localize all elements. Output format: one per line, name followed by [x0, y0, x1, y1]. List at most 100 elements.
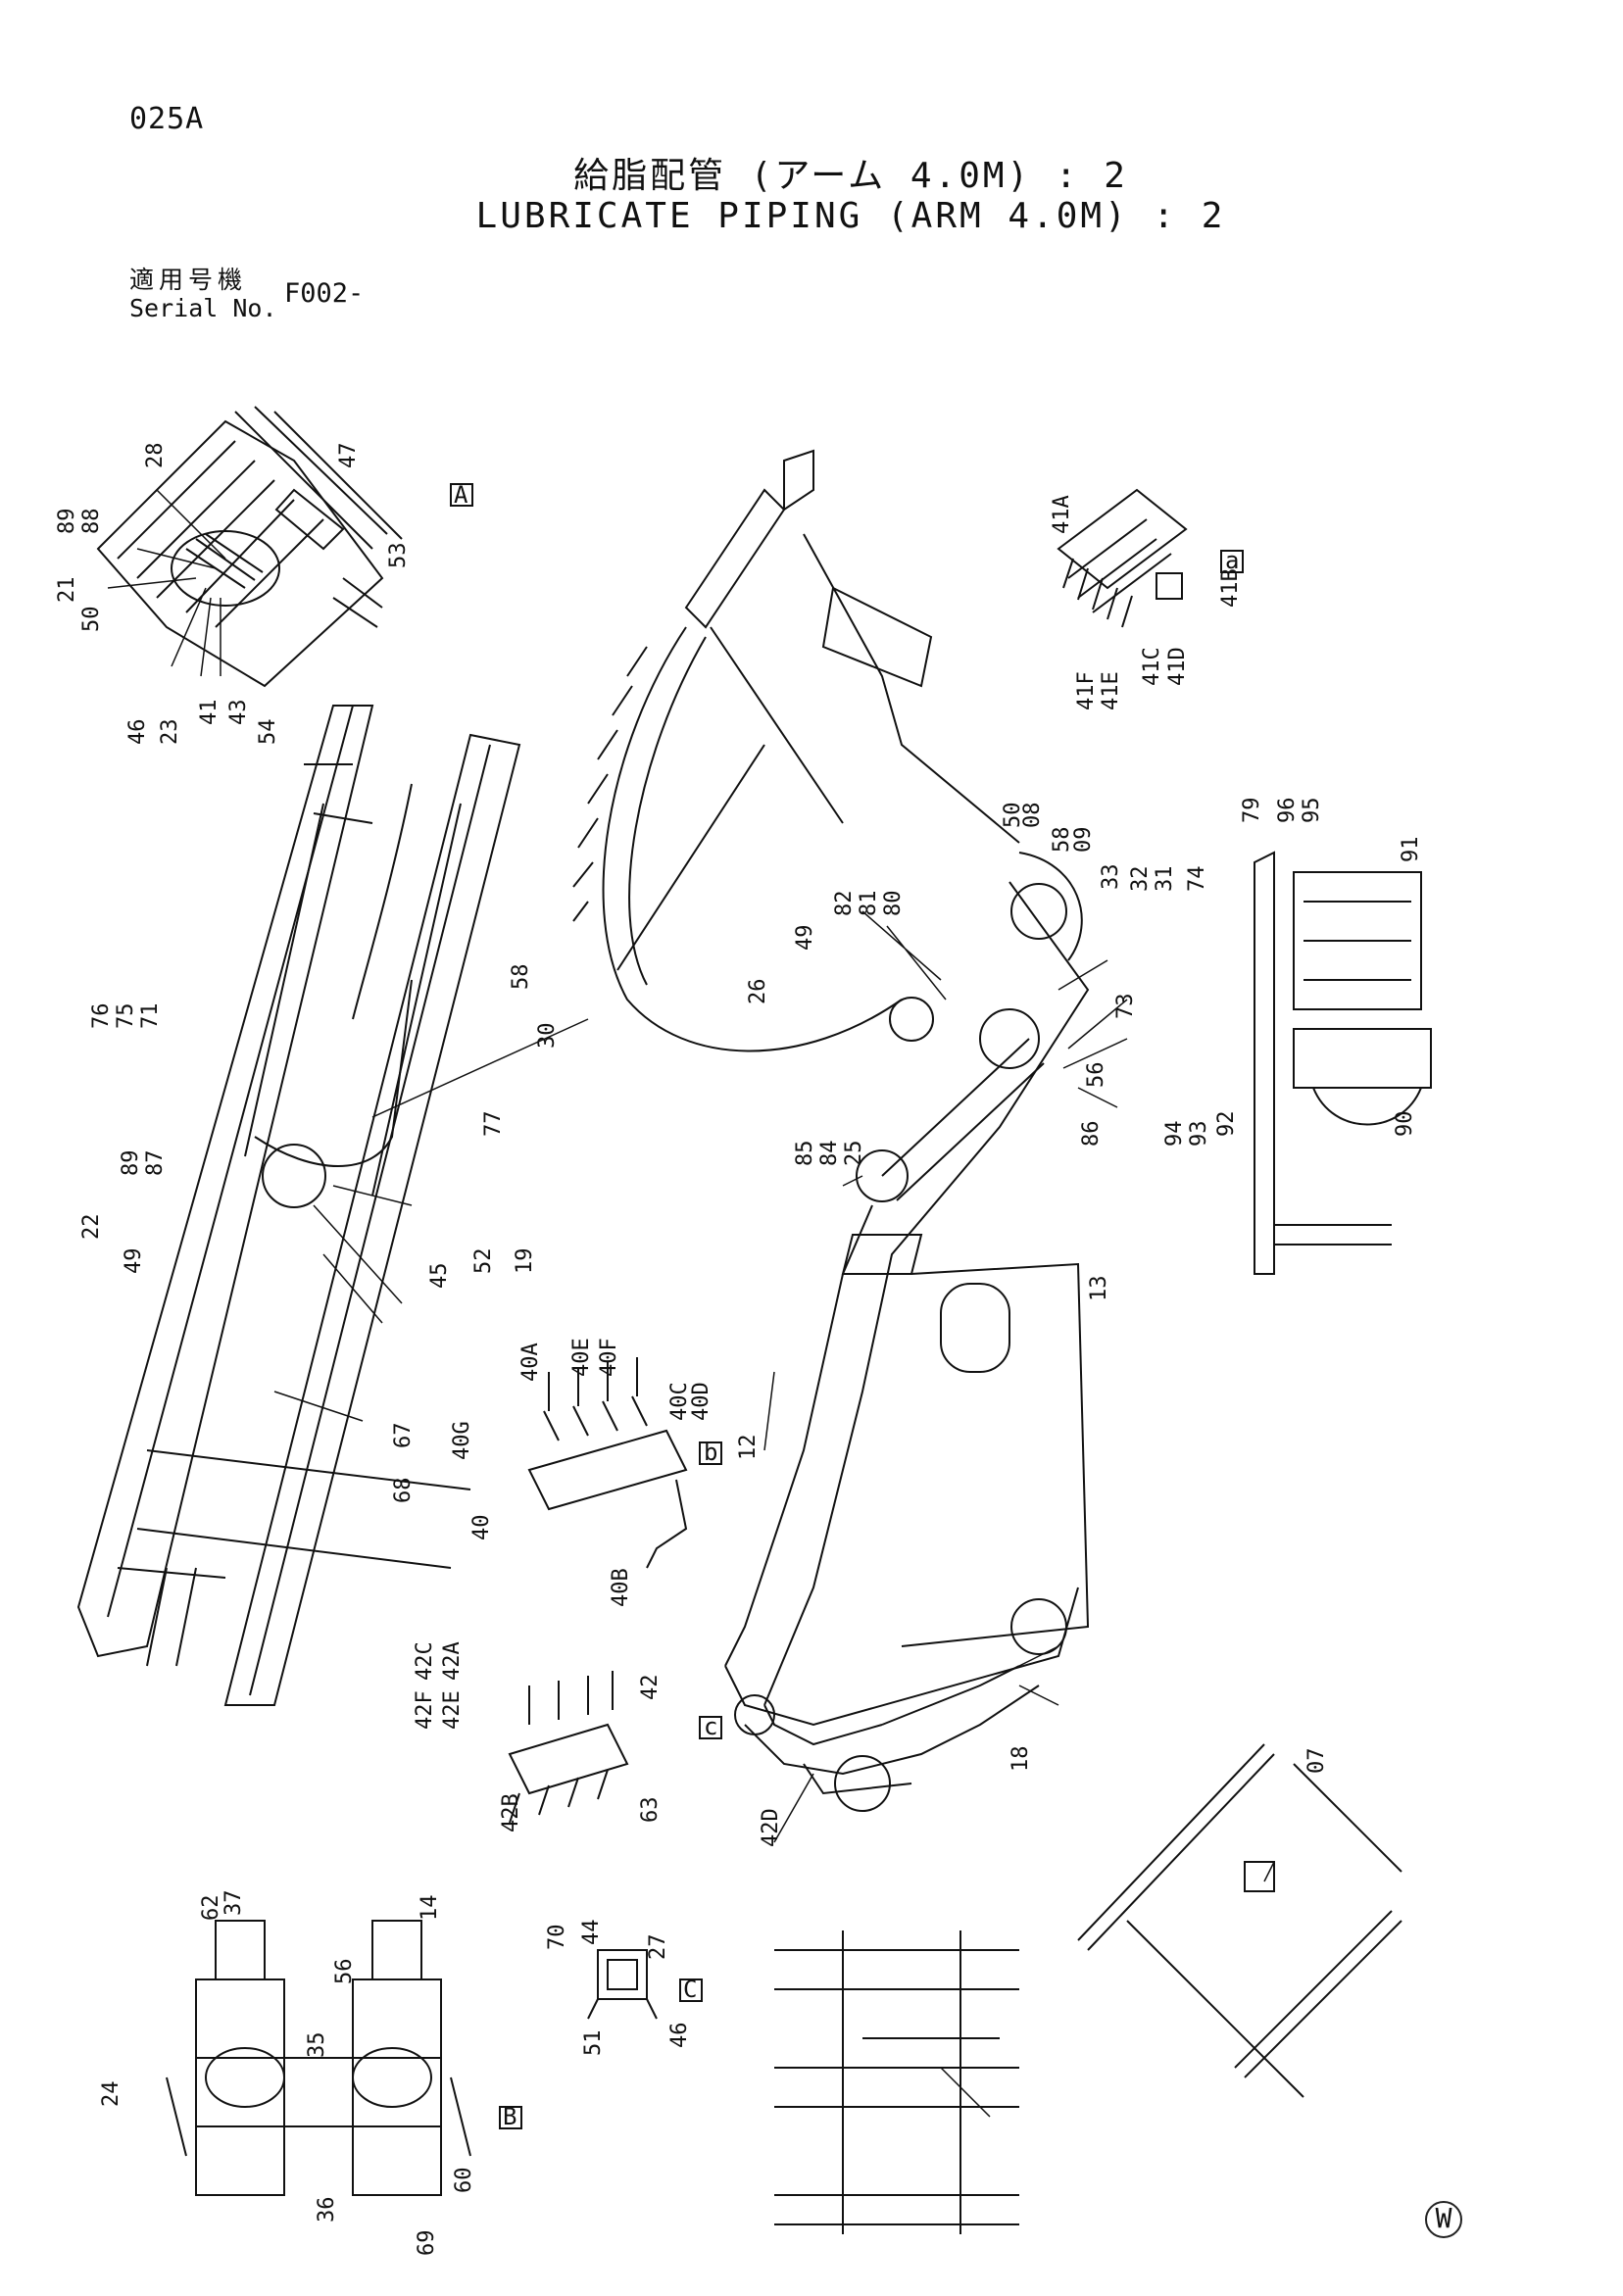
part-number: 93	[1187, 1121, 1211, 1148]
part-number: 67	[391, 1423, 416, 1449]
part-number: 89	[119, 1150, 143, 1177]
part-number: 42B	[499, 1793, 523, 1832]
part-number: 41F	[1074, 671, 1099, 710]
arm-side-drawing	[76, 705, 521, 1706]
serial-label-japanese: 適用号機	[129, 266, 248, 294]
part-number: 21	[55, 577, 79, 604]
part-number: 41A	[1050, 495, 1074, 534]
part-number: 63	[638, 1797, 663, 1824]
serial-number-value: F002-	[284, 278, 365, 309]
part-number: 42	[638, 1675, 663, 1701]
part-number: 08	[1020, 803, 1045, 829]
part-number: 31	[1153, 866, 1177, 893]
view-box-c-large	[679, 1978, 703, 2002]
part-number: 81	[857, 891, 881, 917]
part-number: 91	[1399, 837, 1423, 863]
part-number: 62	[199, 1895, 223, 1922]
part-number: 27	[646, 1934, 670, 1961]
part-number: 40D	[689, 1382, 713, 1421]
page-code: 025A	[129, 102, 205, 136]
part-number: 56	[1084, 1062, 1108, 1089]
part-number: 85	[793, 1141, 817, 1167]
part-number: 49	[793, 925, 817, 952]
view-box-a-small	[1220, 550, 1244, 573]
part-number: 60	[452, 2168, 476, 2194]
part-number: 36	[315, 2197, 339, 2223]
part-number: 51	[581, 2030, 606, 2057]
detail-b-drawing	[527, 1357, 688, 1569]
part-number: 70	[545, 1925, 569, 1951]
part-number: 22	[79, 1214, 104, 1241]
part-number: 77	[481, 1111, 506, 1138]
detail-a-small-drawing	[1057, 488, 1188, 628]
part-number: 26	[746, 979, 770, 1005]
part-number: 68	[391, 1478, 416, 1504]
view-box-b-large	[499, 2106, 522, 2129]
part-number: 58	[1050, 827, 1074, 854]
part-number: 41B	[1218, 568, 1243, 608]
corner-mark-icon: W	[1425, 2201, 1462, 2238]
lower-frame-drawing	[774, 1930, 1019, 2234]
part-number: 86	[1079, 1121, 1104, 1148]
part-number: 80	[881, 891, 906, 917]
arm-drawing	[724, 852, 1090, 1812]
part-number: 32	[1128, 866, 1153, 893]
part-number: 23	[158, 719, 182, 746]
view-label-c-large: C	[683, 1976, 697, 2003]
part-number: 42C	[413, 1641, 437, 1681]
title-english: LUBRICATE PIPING (ARM 4.0M) : 2	[475, 196, 1226, 236]
part-number: 40F	[597, 1338, 621, 1377]
view-box-c-small	[699, 1716, 722, 1739]
part-number: 82	[832, 891, 857, 917]
part-number: 52	[471, 1248, 496, 1275]
detail-bracket-drawing	[1254, 851, 1432, 1275]
part-number: 28	[143, 443, 168, 469]
part-number: 84	[817, 1141, 842, 1167]
view-label-b-large: B	[503, 2103, 516, 2130]
part-number: 19	[513, 1248, 537, 1275]
part-number: 75	[114, 1003, 138, 1030]
view-label-c-small: c	[704, 1713, 717, 1740]
part-number: 40B	[609, 1568, 633, 1607]
part-number: 94	[1162, 1121, 1187, 1148]
leader-lines	[107, 489, 1275, 2118]
detail-c-small-drawing	[508, 1671, 629, 1824]
detail-a-drawing	[96, 406, 403, 688]
part-number: 43	[226, 700, 251, 726]
view-label-b-small: b	[704, 1439, 717, 1466]
part-number: 30	[535, 1023, 560, 1050]
part-number: 69	[415, 2230, 439, 2257]
part-number: 76	[89, 1003, 114, 1030]
part-number: 71	[138, 1003, 163, 1030]
part-number: 25	[842, 1141, 866, 1167]
part-number: 40A	[518, 1343, 543, 1382]
part-number: 79	[1240, 798, 1264, 824]
part-number: 07	[1304, 1748, 1329, 1775]
bucket-drawing	[572, 449, 1020, 1052]
part-number: 54	[256, 719, 280, 746]
part-number: 50	[1001, 803, 1025, 829]
view-box-b-small	[699, 1441, 722, 1465]
part-number-labels: 28 47 89 88 21 50 53 46 23 41 43 54 41A …	[55, 443, 1423, 2257]
part-number: 42E	[440, 1690, 465, 1730]
part-number: 95	[1300, 798, 1324, 824]
serial-label-english: Serial No.	[129, 294, 277, 322]
part-number: 37	[221, 1890, 246, 1917]
part-number: 47	[336, 443, 361, 469]
part-number: 24	[99, 2081, 123, 2108]
part-number: 42F	[413, 1690, 437, 1730]
title-japanese: 給脂配管 (アーム 4.0M) : 2	[573, 156, 1128, 196]
part-number: 41	[197, 700, 221, 726]
detail-b-bracket-drawing	[166, 1920, 471, 2196]
part-number: 09	[1071, 827, 1096, 854]
part-number: 44	[579, 1920, 604, 1946]
part-number: 42A	[440, 1641, 465, 1681]
part-number: 90	[1393, 1111, 1417, 1138]
part-number: 12	[736, 1435, 761, 1461]
part-number: 40C	[667, 1382, 692, 1421]
lower-right-frame-drawing	[1077, 1743, 1402, 2098]
detail-c-block-drawing	[587, 1949, 658, 2020]
view-label-a-small: a	[1225, 547, 1239, 574]
part-number: 74	[1185, 866, 1209, 893]
part-number: 46	[125, 719, 150, 746]
